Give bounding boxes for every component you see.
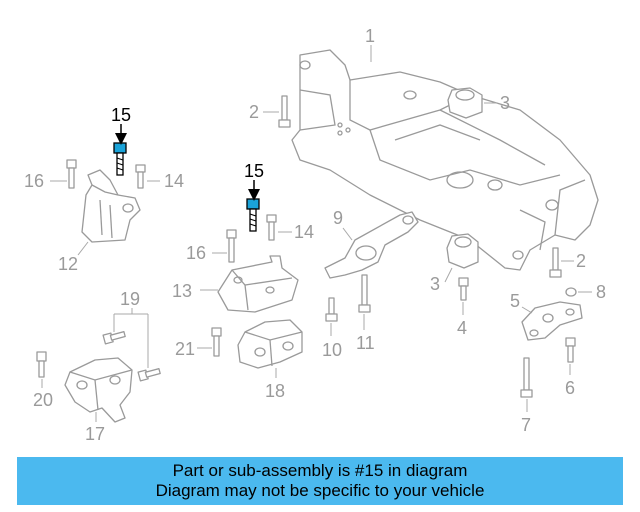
bolt-19-upper[interactable] — [102, 331, 126, 345]
support-bracket-18[interactable] — [237, 319, 303, 369]
bolt-16-upper[interactable] — [66, 159, 77, 189]
parts-diagram: 1 2 3 3 4 2 5 8 — [24, 26, 606, 444]
subframe-crossmember[interactable] — [291, 49, 599, 271]
callout-3a: 3 — [500, 93, 510, 113]
callout-1: 1 — [365, 26, 375, 46]
callout-15a: 15 — [111, 105, 131, 125]
callout-11: 11 — [356, 333, 375, 353]
banner-line-1: Part or sub-assembly is #15 in diagram — [172, 461, 468, 480]
transmission-mount-17[interactable] — [64, 357, 133, 423]
bolt-15-lower[interactable] — [246, 198, 260, 232]
bracket-5[interactable] — [521, 301, 583, 341]
callout-6: 6 — [565, 378, 575, 398]
bolt-16-lower[interactable] — [226, 229, 237, 263]
bolt-7[interactable] — [520, 357, 533, 398]
callout-3b: 3 — [430, 274, 440, 294]
callout-20: 20 — [33, 390, 53, 410]
callout-17: 17 — [85, 424, 105, 444]
callout-16a: 16 — [24, 171, 44, 191]
stud-14-upper[interactable] — [135, 164, 146, 189]
callout-21: 21 — [175, 339, 195, 359]
bolt-2-left[interactable] — [278, 95, 291, 128]
callout-15b: 15 — [244, 161, 264, 181]
bolt-20[interactable] — [36, 351, 47, 378]
bolt-4[interactable] — [458, 277, 469, 301]
callout-14b: 14 — [294, 222, 314, 242]
info-banner: Part or sub-assembly is #15 in diagram D… — [17, 457, 623, 505]
callout-2a: 2 — [249, 102, 259, 122]
callout-18: 18 — [265, 381, 285, 401]
nut-8[interactable] — [565, 287, 577, 297]
bolt-2-right[interactable] — [549, 247, 562, 278]
bushing-3-bottom[interactable] — [446, 233, 479, 269]
callout-7: 7 — [521, 415, 531, 435]
callout-9: 9 — [333, 208, 343, 228]
callout-14a: 14 — [164, 171, 184, 191]
mount-bracket-13[interactable] — [217, 255, 299, 313]
callout-12: 12 — [58, 254, 78, 274]
callout-10: 10 — [322, 340, 342, 360]
bolt-11[interactable] — [358, 274, 371, 313]
bushing-3-top[interactable] — [447, 87, 483, 119]
callout-5: 5 — [510, 291, 520, 311]
torque-rod-9[interactable] — [324, 211, 419, 279]
callout-16b: 16 — [186, 243, 206, 263]
bolt-19-lower[interactable] — [137, 368, 161, 382]
bolt-21[interactable] — [211, 327, 222, 357]
stud-14-lower[interactable] — [266, 214, 277, 241]
callout-4: 4 — [457, 318, 467, 338]
callout-2b: 2 — [576, 251, 586, 271]
callout-8: 8 — [596, 282, 606, 302]
bolt-10[interactable] — [325, 297, 338, 322]
bolt-15-upper[interactable] — [113, 142, 127, 176]
callout-19: 19 — [120, 289, 140, 309]
bolt-6[interactable] — [565, 337, 576, 363]
banner-line-2: Diagram may not be specific to your vehi… — [155, 481, 485, 500]
engine-mount-12[interactable] — [81, 169, 141, 243]
callout-13: 13 — [172, 281, 192, 301]
